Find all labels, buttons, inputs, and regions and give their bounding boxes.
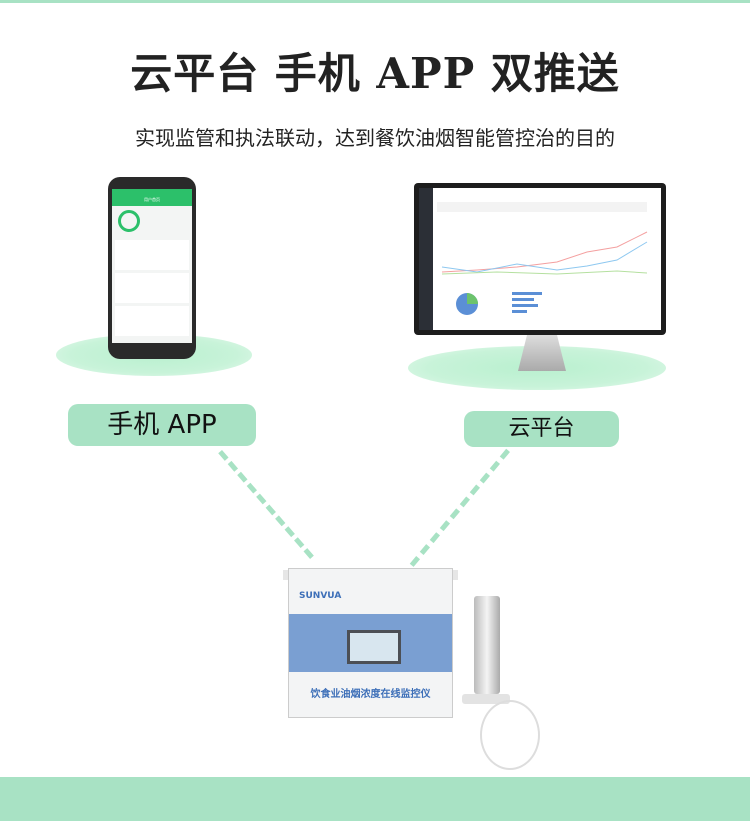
sensor-cable: [480, 700, 540, 770]
monitor-image: [414, 183, 666, 335]
top-accent-line: [0, 0, 750, 3]
device-brand: SUNVUA: [299, 591, 342, 601]
label-cloud-platform: 云平台: [464, 411, 619, 447]
label-phone-app: 手机 APP: [68, 404, 256, 446]
dashboard-main: [433, 188, 661, 330]
bottom-band: [0, 777, 750, 821]
sensor-probe: [474, 596, 500, 694]
device-name: 饮食业油烟浓度在线监控仪: [310, 689, 431, 700]
device-panel: [289, 614, 452, 672]
connector-right: [409, 448, 510, 567]
device-display: [347, 630, 401, 664]
monitor-stand: [518, 335, 566, 371]
status-ring: [118, 210, 140, 232]
sensor-flange: [462, 694, 510, 704]
connector-left: [218, 450, 314, 559]
phone-header: 用户首页: [112, 189, 192, 206]
dashboard-chart: [437, 202, 648, 315]
phone-image: 用户首页: [108, 177, 196, 359]
page-title: 云平台 手机 APP 双推送: [130, 49, 620, 98]
monitor-device: SUNVUA 饮食业油烟浓度在线监控仪: [288, 568, 453, 718]
dashboard-sidebar: [419, 188, 433, 330]
page-subtitle: 实现监管和执法联动，达到餐饮油烟智能管控治的目的: [135, 126, 615, 150]
phone-card: [115, 240, 189, 270]
phone-card: [115, 306, 189, 336]
phone-card: [115, 273, 189, 303]
